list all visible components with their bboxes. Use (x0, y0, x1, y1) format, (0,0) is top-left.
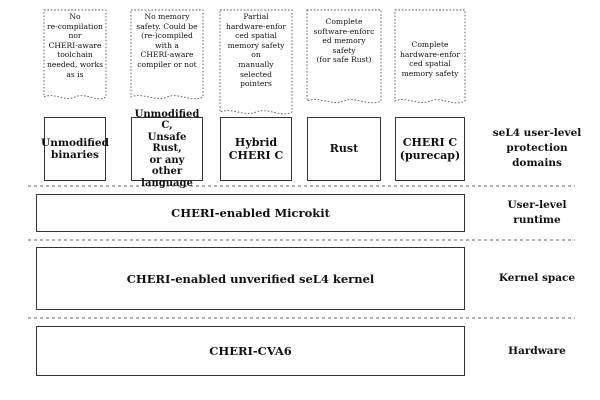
domain-label: Unmodified binaries (41, 136, 109, 162)
note-text-unmodified-c: No memory safety. Could be (re-)compiled… (131, 12, 203, 70)
note-text: Complete software-enforc ed memory safet… (313, 17, 375, 65)
note-text-cheri-c-purecap: Complete hardware-enfor ced spatial memo… (395, 40, 465, 78)
domain-label: Hybrid CHERI C (228, 136, 284, 162)
side-label-text: Hardware (508, 345, 566, 357)
hardware-box: CHERI-CVA6 (36, 326, 465, 376)
domain-box-hybrid-cheri-c: Hybrid CHERI C (220, 117, 292, 181)
domain-box-rust: Rust (307, 117, 381, 181)
runtime-label: CHERI-enabled Microkit (171, 206, 330, 220)
kernel-label: CHERI-enabled unverified seL4 kernel (126, 271, 375, 286)
note-text: No memory safety. Could be (re-)compiled… (136, 12, 198, 69)
side-label-text: User-level runtime (507, 199, 567, 226)
note-outline-4 (306, 9, 382, 104)
side-label-kernel: Kernel space (482, 271, 592, 286)
domain-label: Unmodified C, Unsafe Rust, or any other … (134, 108, 200, 189)
side-label-runtime: User-level runtime (482, 198, 592, 228)
note-text-unmodified-binaries: No re-compilation nor CHERI-aware toolch… (44, 12, 106, 79)
domain-label: Rust (329, 141, 359, 155)
side-label-domains: seL4 user-level protection domains (482, 126, 592, 171)
note-text-rust: Complete software-enforc ed memory safet… (307, 17, 381, 65)
note-text: Partial hardware-enfor ced spatial memor… (225, 12, 287, 89)
domain-label: CHERI C (purecap) (399, 136, 461, 162)
note-text-hybrid-cheri-c: Partial hardware-enfor ced spatial memor… (220, 12, 292, 89)
runtime-box: CHERI-enabled Microkit (36, 194, 465, 232)
note-text: No re-compilation nor CHERI-aware toolch… (46, 12, 104, 79)
domain-box-unmodified-c: Unmodified C, Unsafe Rust, or any other … (131, 109, 203, 189)
side-label-hardware: Hardware (482, 344, 592, 359)
kernel-box: CHERI-enabled unverified seL4 kernel (36, 247, 465, 310)
domain-box-cheri-c-purecap: CHERI C (purecap) (395, 117, 465, 181)
domain-box-unmodified-binaries: Unmodified binaries (41, 117, 109, 181)
hardware-label: CHERI-CVA6 (209, 344, 292, 358)
note-text: Complete hardware-enfor ced spatial memo… (399, 40, 461, 78)
note-outline-3 (219, 9, 293, 115)
note-outline-1 (43, 9, 107, 100)
side-label-text: seL4 user-level protection domains (492, 127, 582, 169)
side-label-text: Kernel space (498, 272, 576, 284)
